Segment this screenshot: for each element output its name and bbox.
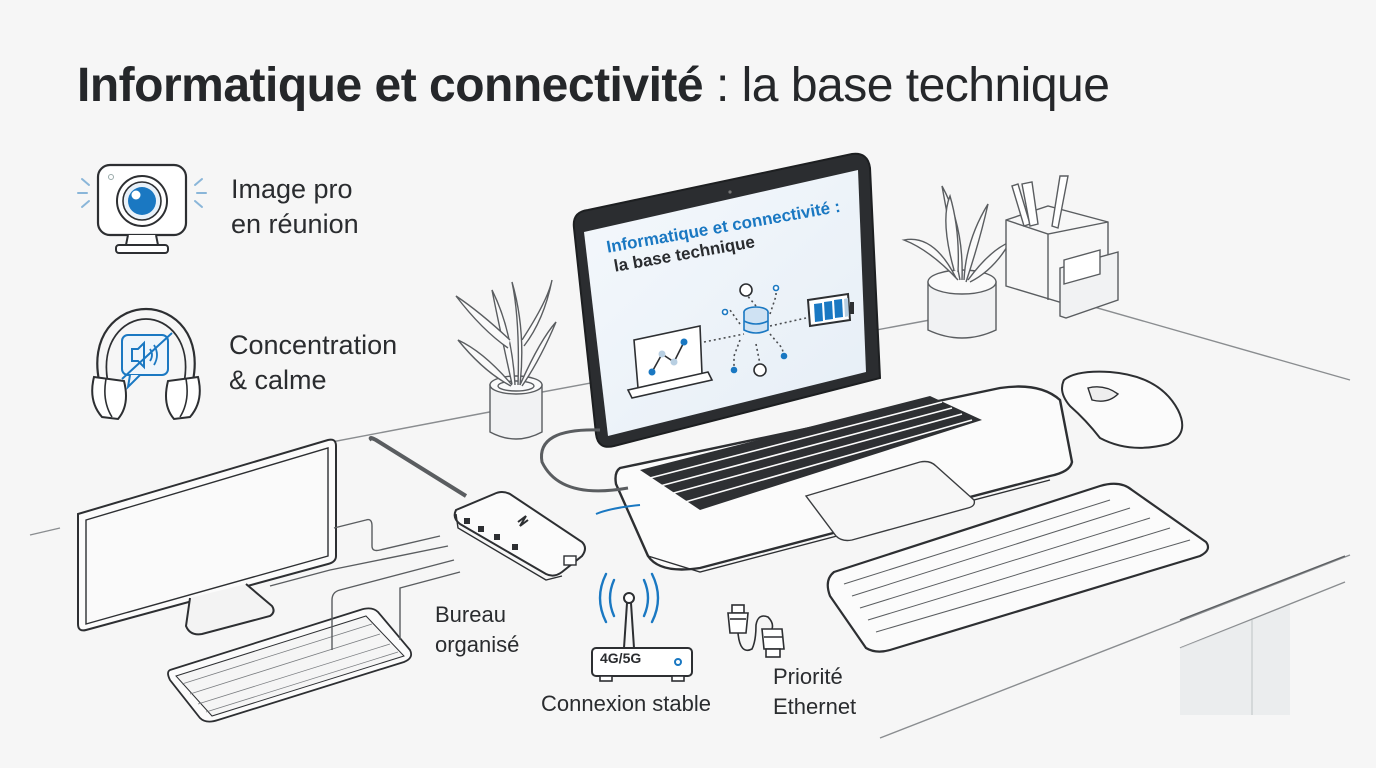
feature-image-pro-line1: Image pro: [231, 174, 353, 204]
feature-ethernet: Priorité Ethernet: [773, 662, 856, 722]
plant-right-icon: [901, 185, 1012, 339]
feature-bureau-line1: Bureau: [435, 602, 506, 627]
feature-connexion-line1: Connexion stable: [541, 691, 712, 716]
router-4g5g-icon: [591, 572, 693, 682]
title-rest: : la base technique: [703, 59, 1110, 112]
hub-cables: [269, 518, 461, 650]
webcam-icon: [77, 163, 207, 254]
plant-left-icon: [455, 279, 557, 440]
feature-ethernet-line1: Priorité: [773, 664, 843, 689]
ethernet-cable-icon: [727, 604, 785, 658]
router-band-label: 4G/5G: [600, 650, 642, 666]
title-bold: Informatique et connectivité: [77, 59, 704, 112]
pen-holder-icon: [1005, 175, 1119, 319]
feature-connexion: Connexion stable: [541, 689, 711, 719]
usb-hub-icon: [368, 436, 586, 581]
keyboard-wireless-icon: [826, 482, 1210, 653]
monitor-icon: [77, 438, 337, 636]
feature-bureau: Bureau organisé: [435, 600, 519, 660]
feature-bureau-line2: organisé: [435, 632, 520, 657]
laptop-icon: [540, 152, 1074, 573]
feature-image-pro-line2: en réunion: [231, 209, 359, 239]
feature-ethernet-line2: Ethernet: [773, 694, 857, 719]
screen-diagram: [626, 283, 854, 399]
page-title: Informatique et connectivité : la base t…: [77, 56, 1110, 116]
noise-cancelling-headphones-icon: [91, 307, 201, 421]
feature-concentration-line1: Concentration: [229, 330, 398, 360]
keyboard-small-icon: [167, 607, 413, 723]
mouse-icon: [1061, 370, 1184, 449]
feature-concentration-line2: & calme: [229, 365, 327, 395]
feature-image-pro: Image pro en réunion: [231, 172, 359, 242]
feature-concentration: Concentration & calme: [229, 328, 397, 398]
